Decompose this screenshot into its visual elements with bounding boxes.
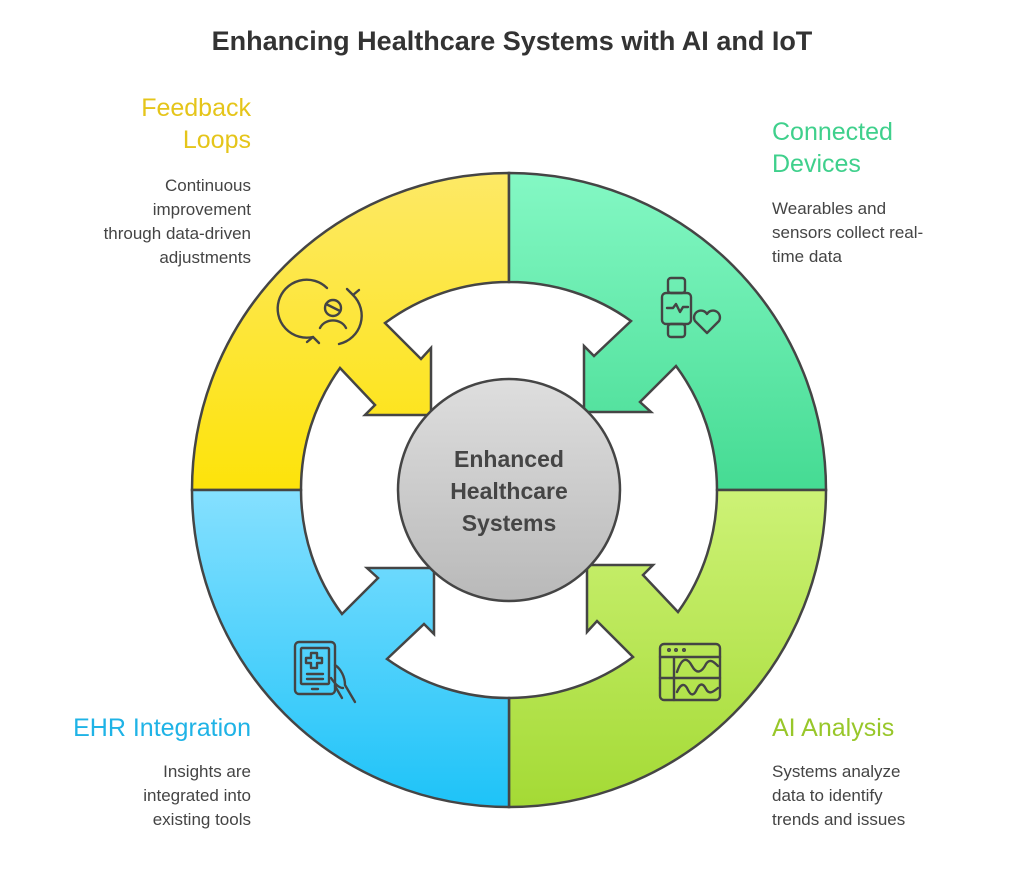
center-circle [396,377,622,603]
stage-description-ehr-integration: Insights are integrated into existing to… [143,762,251,829]
stage-title-feedback-loops: Feedback Loops [141,94,251,154]
stage-title-ehr-integration: EHR Integration [73,714,251,742]
user-cycle-icon [276,278,363,346]
stage-description-connected-devices: Wearables and sensors collect real- time… [772,199,924,266]
diagram-title: Enhancing Healthcare Systems with AI and… [211,26,813,56]
stage-description-feedback-loops: Continuous improvement through data-driv… [103,176,251,267]
medical-tablet-icon [293,640,357,704]
smartwatch-heart-icon [660,276,722,339]
stage-title-ai-analysis: AI Analysis [772,714,895,742]
stage-title-connected-devices: Connected Devices [772,118,893,178]
center-label: Enhanced Healthcare Systems [450,446,568,536]
stage-description-ai-analysis: Systems analyze data to identify trends … [772,762,906,829]
analytics-window-icon [658,642,722,702]
